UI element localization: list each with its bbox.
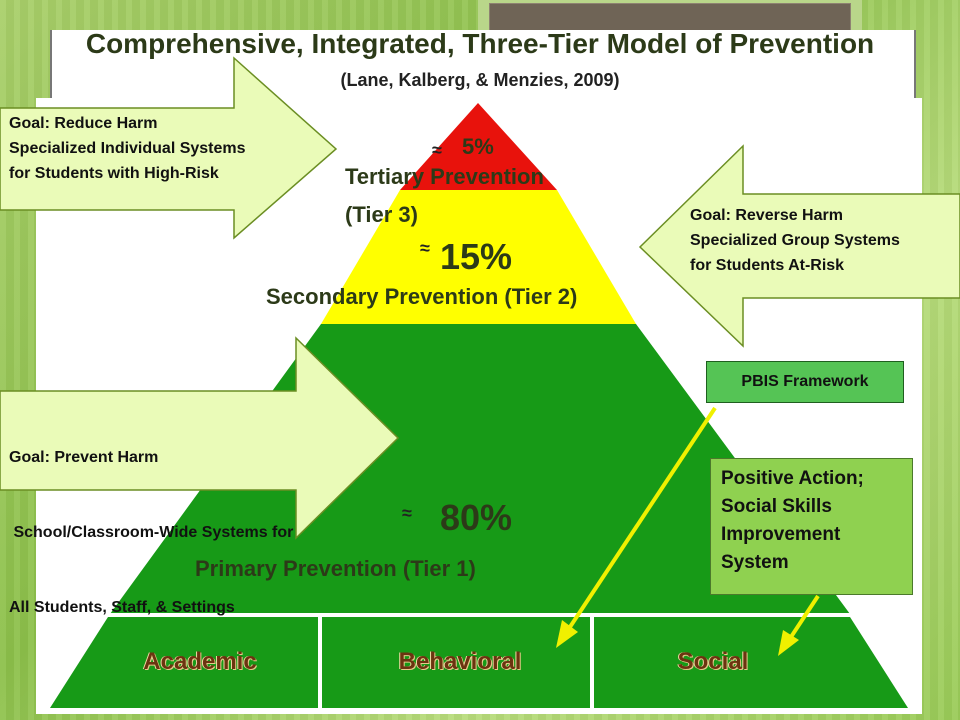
citation: (Lane, Kalberg, & Menzies, 2009) bbox=[340, 70, 620, 90]
goal-tier3-text: Goal: Reduce Harm Specialized Individual… bbox=[9, 111, 246, 186]
goal-arrow-tier3 bbox=[0, 56, 338, 240]
goal-arrow-tier2 bbox=[638, 144, 960, 348]
positive-action-box: Positive Action; Social Skills Improveme… bbox=[710, 458, 913, 595]
domain-social: Social bbox=[677, 648, 749, 675]
tier3-approx-symbol: ≈ bbox=[432, 140, 442, 160]
tier3-label-line1: Tertiary Prevention bbox=[345, 164, 544, 189]
goal-tier2-line3: for Students At-Risk bbox=[690, 257, 845, 274]
goal-tier3-line3: for Students with High-Risk bbox=[9, 165, 219, 182]
goal-tier1-line1: Goal: Prevent Harm bbox=[9, 449, 159, 466]
page-title: Comprehensive, Integrated, Three-Tier Mo… bbox=[85, 28, 875, 59]
positive-action-line1: Positive Action; bbox=[721, 468, 864, 489]
goal-tier3-line2: Specialized Individual Systems bbox=[9, 140, 246, 157]
goal-tier2-line2: Specialized Group Systems bbox=[690, 232, 900, 249]
tier2-percent: 15% bbox=[440, 236, 513, 277]
domain-academic: Academic bbox=[143, 648, 257, 675]
title-band bbox=[50, 30, 916, 100]
pbis-pointer-head bbox=[556, 620, 578, 648]
domain-row bbox=[50, 617, 908, 708]
goal-tier1-text: Goal: Prevent Harm School/Classroom-Wide… bbox=[9, 395, 293, 645]
domain-behavioral: Behavioral bbox=[398, 648, 522, 675]
goal-tier1-line2: School/Classroom-Wide Systems for bbox=[9, 524, 294, 541]
positive-action-line2: Social Skills bbox=[721, 496, 832, 517]
tier2-approx-symbol: ≈ bbox=[420, 238, 430, 258]
tier3-percent: 5% bbox=[462, 134, 494, 159]
tier2-label: Secondary Prevention (Tier 2) bbox=[266, 284, 578, 309]
positive-action-pointer-head bbox=[778, 630, 799, 656]
pbis-pointer-line bbox=[566, 406, 717, 632]
tier1-percent: 80% bbox=[440, 497, 513, 538]
positive-action-line4: System bbox=[721, 552, 789, 573]
goal-tier3-line1: Goal: Reduce Harm bbox=[9, 115, 158, 132]
goal-tier2-line1: Goal: Reverse Harm bbox=[690, 207, 843, 224]
goal-tier2-text: Goal: Reverse Harm Specialized Group Sys… bbox=[690, 203, 900, 278]
positive-action-line3: Improvement bbox=[721, 524, 841, 545]
goal-tier1-line3: All Students, Staff, & Settings bbox=[9, 599, 235, 616]
tier3-label-line2: (Tier 3) bbox=[345, 202, 418, 227]
tier1-label: Primary Prevention (Tier 1) bbox=[195, 556, 476, 581]
pbis-framework-box: PBIS Framework bbox=[706, 361, 904, 403]
goal-arrow-tier1 bbox=[0, 336, 400, 540]
tier1-approx-symbol: ≈ bbox=[402, 503, 412, 523]
tier2-band bbox=[321, 190, 636, 324]
positive-action-pointer-line bbox=[787, 594, 820, 642]
tier3-band bbox=[400, 103, 557, 190]
